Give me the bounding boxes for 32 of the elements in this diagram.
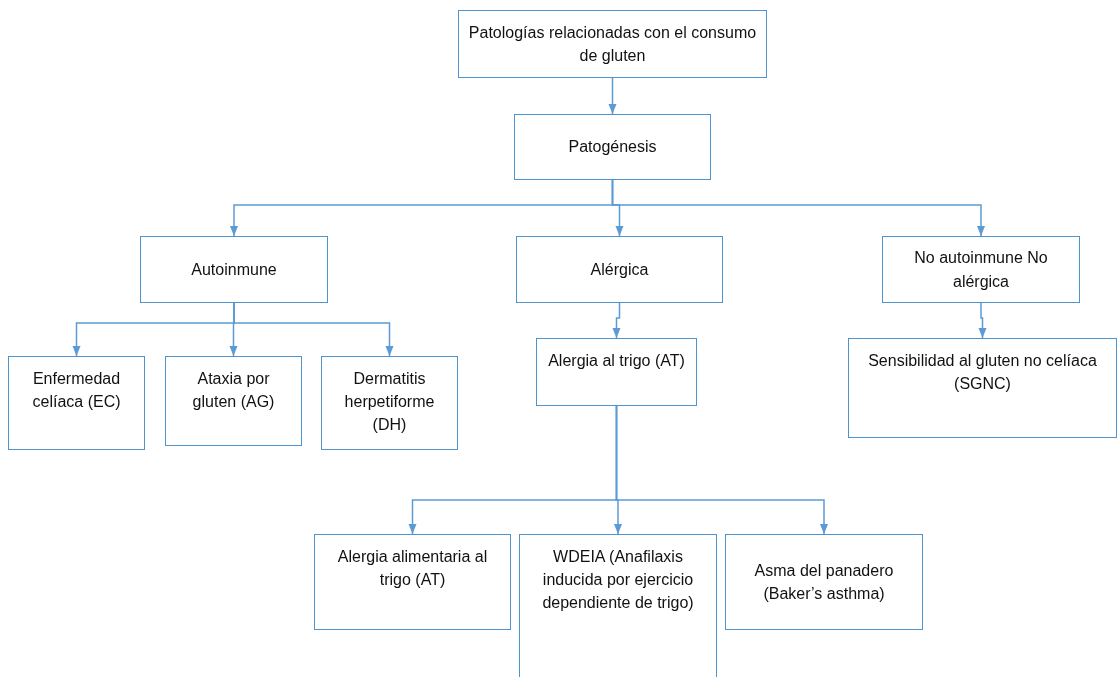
process-box (882, 236, 1080, 303)
box-label: Asma del panadero (Baker’s asthma) (753, 560, 895, 604)
box-label: Sensibilidad al gluten no celíaca (SGNC) (867, 351, 1098, 395)
box-label: Ataxia por gluten (AG) (191, 369, 276, 413)
arrow (611, 179, 986, 237)
arrow (978, 302, 987, 339)
box-label: Enfermedad celíaca (EC) (31, 369, 122, 413)
process-box (140, 236, 328, 303)
process-box (8, 356, 145, 450)
process-box (725, 534, 923, 630)
box-label: Alergia alimentaria al trigo (AT) (336, 547, 489, 591)
process-box (165, 356, 302, 446)
box-label: Autoinmune (191, 259, 277, 280)
arrow (233, 302, 394, 357)
process-box (516, 236, 723, 303)
box-label: Alérgica (590, 259, 649, 280)
process-box (519, 534, 717, 677)
process-box (458, 10, 767, 78)
box-label: Patogénesis (568, 137, 657, 158)
process-box (321, 356, 458, 450)
arrow (608, 77, 617, 115)
box-label: WDEIA (Anafilaxis inducida por ejercicio dependiente de trigo) (541, 547, 695, 614)
box-label: Dermatitis herpetiforme (DH) (343, 369, 436, 436)
arrow (615, 405, 829, 535)
process-box (314, 534, 511, 630)
box-label: Patologías relacionadas con el consumo de gluten (467, 22, 758, 66)
process-box (514, 114, 711, 180)
arrow (612, 302, 621, 339)
box-label: No autoinmune No alérgica (913, 248, 1049, 292)
process-box (536, 338, 697, 406)
box-label: Alergia al trigo (AT) (548, 351, 685, 371)
process-box (848, 338, 1117, 438)
